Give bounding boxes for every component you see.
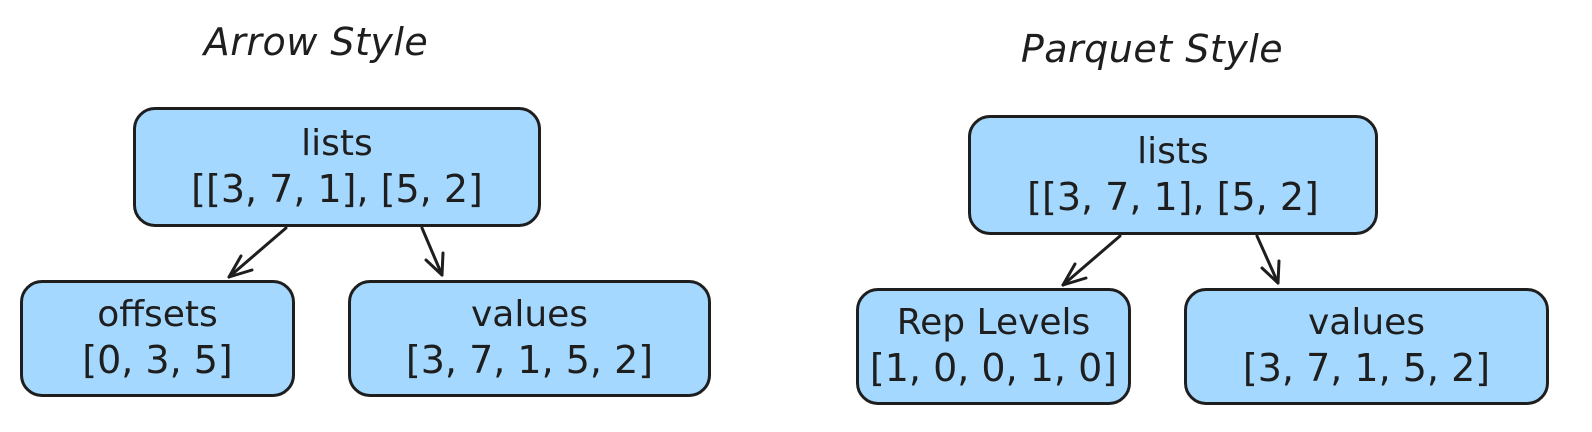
parquet-values-node: values [3, 7, 1, 5, 2] xyxy=(1184,288,1549,405)
parquet-rep-levels-node: Rep Levels [1, 0, 0, 1, 0] xyxy=(856,288,1131,405)
parquet-root-value: [[3, 7, 1], [5, 2] xyxy=(1027,174,1319,219)
parquet-root-label: lists xyxy=(1137,130,1209,172)
arrow-offsets-value: [0, 3, 5] xyxy=(82,338,233,383)
arrow-style-title: Arrow Style xyxy=(203,20,429,64)
parquet-values-value: [3, 7, 1, 5, 2] xyxy=(1242,346,1491,391)
parquet-root-node: lists [[3, 7, 1], [5, 2] xyxy=(968,115,1378,235)
arrow-root-node: lists [[3, 7, 1], [5, 2] xyxy=(133,107,541,227)
arrow-offsets-node: offsets [0, 3, 5] xyxy=(20,280,295,397)
arrow-offsets-label: offsets xyxy=(97,294,218,336)
arrow-values-value: [3, 7, 1, 5, 2] xyxy=(405,338,654,383)
parquet-rep-levels-label: Rep Levels xyxy=(896,302,1091,344)
parquet-values-label: values xyxy=(1307,302,1426,344)
arrow-root-value: [[3, 7, 1], [5, 2] xyxy=(191,166,483,211)
parquet-style-title: Parquet Style xyxy=(1020,27,1284,71)
arrow-root-to-values-arrow xyxy=(420,226,445,277)
arrow-values-node: values [3, 7, 1, 5, 2] xyxy=(348,280,711,397)
arrow-root-to-offsets-arrow xyxy=(227,226,288,279)
parquet-rep-levels-value: [1, 0, 0, 1, 0] xyxy=(869,346,1118,391)
parquet-root-to-values-arrow xyxy=(1255,234,1281,285)
arrow-root-label: lists xyxy=(301,122,373,164)
parquet-root-to-rep-levels-arrow xyxy=(1061,234,1122,287)
arrow-values-label: values xyxy=(470,294,589,336)
